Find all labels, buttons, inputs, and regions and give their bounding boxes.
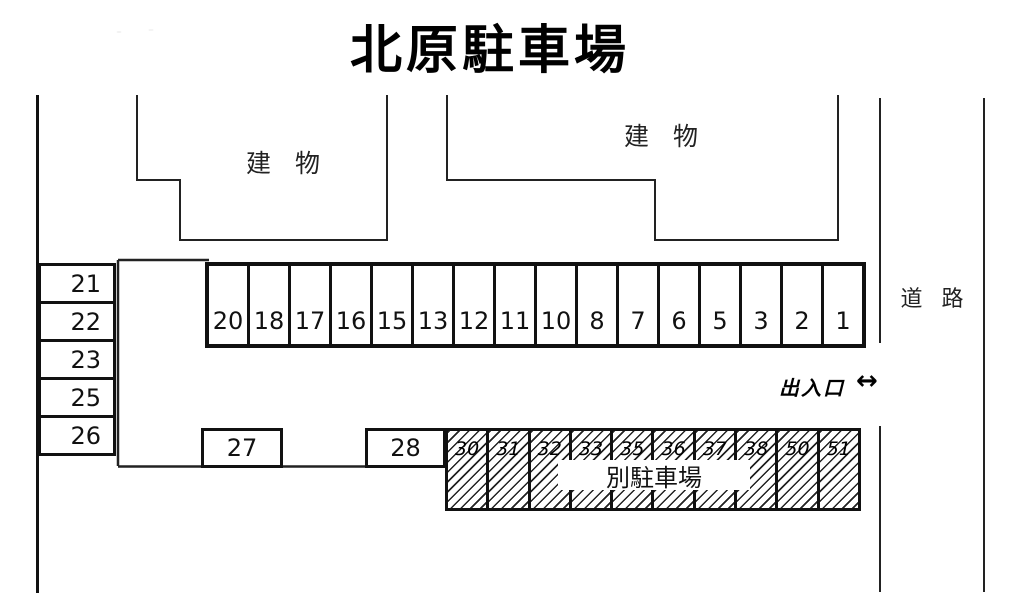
parking-space: 22 xyxy=(38,301,116,342)
space-number: 50 xyxy=(785,438,810,460)
parking-space: 25 xyxy=(38,377,116,418)
parking-space: 10 xyxy=(534,266,575,344)
parking-space: 6 xyxy=(657,266,698,344)
parking-space-28: 28 xyxy=(365,428,446,468)
parking-space: 11 xyxy=(493,266,534,344)
building-1-outline xyxy=(136,95,388,241)
parking-space-hatched: 30 xyxy=(448,431,487,508)
space-number: 12 xyxy=(458,307,490,335)
parking-space: 2 xyxy=(780,266,821,344)
space-number: 25 xyxy=(70,383,101,412)
space-number: 26 xyxy=(70,421,101,450)
parking-space: 12 xyxy=(452,266,493,344)
space-number: 13 xyxy=(417,307,449,335)
parking-space-27: 27 xyxy=(201,428,283,468)
space-number: 2 xyxy=(794,307,810,335)
space-number: 32 xyxy=(537,438,562,460)
space-number: 37 xyxy=(702,438,728,460)
space-number: 5 xyxy=(712,307,728,335)
parking-space: 13 xyxy=(411,266,452,344)
hatched-parking-row: 30 31 32 33 35 36 37 38 50 51 xyxy=(445,428,861,511)
parking-space-hatched: 51 xyxy=(816,431,858,508)
parking-space: 17 xyxy=(288,266,329,344)
space-number: 51 xyxy=(826,438,851,460)
parking-space: 7 xyxy=(616,266,657,344)
space-number: 15 xyxy=(376,307,408,335)
space-number: 31 xyxy=(496,438,521,460)
space-number: 38 xyxy=(744,438,769,460)
left-parking-column: 21 22 23 25 26 xyxy=(38,263,116,456)
parking-space: 8 xyxy=(575,266,616,344)
entrance-arrow-icon: ↔ xyxy=(856,366,878,396)
scan-smudge xyxy=(95,22,175,42)
parking-space: 20 xyxy=(209,266,247,344)
parking-space: 18 xyxy=(247,266,288,344)
parking-space: 3 xyxy=(739,266,780,344)
building-2-outline xyxy=(446,95,839,241)
parking-space: 26 xyxy=(38,415,116,456)
parking-space-hatched: 38 xyxy=(734,431,776,508)
space-number: 17 xyxy=(294,307,326,335)
space-number: 23 xyxy=(70,345,101,374)
road-label: 道 路 xyxy=(900,287,970,312)
space-number: 6 xyxy=(671,307,687,335)
space-number: 22 xyxy=(70,307,101,336)
space-number: 18 xyxy=(253,307,285,335)
building-2-label: 建 物 xyxy=(624,122,706,151)
entrance-exit-label: 出入口 xyxy=(779,376,845,400)
parking-space: 5 xyxy=(698,266,739,344)
parking-space: 1 xyxy=(821,266,862,344)
map-title: 北原駐車場 xyxy=(349,21,630,81)
space-number: 35 xyxy=(620,438,645,460)
space-number: 20 xyxy=(212,307,244,335)
space-number: 8 xyxy=(589,307,605,335)
space-number: 16 xyxy=(335,307,367,335)
space-number: 11 xyxy=(499,307,531,335)
parking-space: 23 xyxy=(38,339,116,380)
space-number: 33 xyxy=(578,438,604,460)
parking-space: 21 xyxy=(38,263,116,304)
space-number: 1 xyxy=(835,307,851,335)
parking-space-hatched: 31 xyxy=(486,431,528,508)
alt-parking-area-label: 別駐車場 xyxy=(558,460,750,492)
parking-space: 15 xyxy=(370,266,411,344)
parking-space-hatched: 50 xyxy=(775,431,817,508)
space-number: 36 xyxy=(661,438,686,460)
space-number: 10 xyxy=(540,307,572,335)
space-number: 7 xyxy=(630,307,646,335)
building-1-label: 建 物 xyxy=(246,149,328,178)
space-number: 30 xyxy=(455,438,480,460)
space-number: 3 xyxy=(753,307,769,335)
parking-space: 16 xyxy=(329,266,370,344)
space-number: 21 xyxy=(70,269,101,298)
